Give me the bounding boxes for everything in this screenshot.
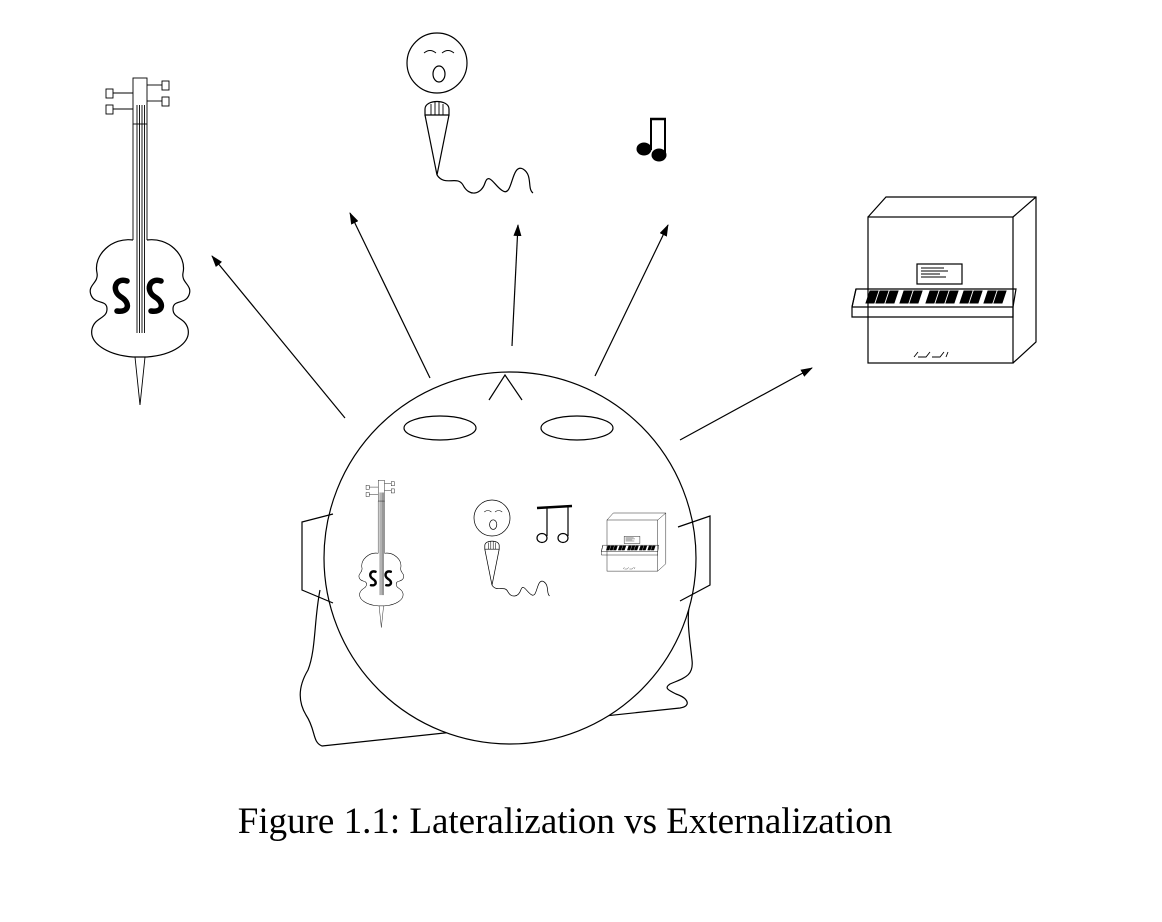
arrow-to-upper-left xyxy=(349,212,431,379)
torso-outline xyxy=(299,589,693,747)
external-singer-icon xyxy=(406,32,534,194)
left-eye xyxy=(403,415,477,441)
head-outline xyxy=(323,371,697,745)
arrow-to-piano xyxy=(679,367,813,441)
arrow-to-singer xyxy=(511,224,522,347)
external-piano-icon xyxy=(851,196,1037,364)
arrow-to-music-note xyxy=(594,224,669,377)
nose xyxy=(488,373,523,401)
right-eye xyxy=(540,415,614,441)
external-music-note-icon xyxy=(636,117,667,162)
external-violin-icon xyxy=(90,78,190,405)
figure-caption: Figure 1.1: Lateralization vs Externaliz… xyxy=(237,801,893,842)
internal-music-note-icon xyxy=(536,504,573,544)
left-ear xyxy=(301,513,334,604)
arrow-to-violin xyxy=(211,255,346,419)
right-ear xyxy=(677,515,711,602)
